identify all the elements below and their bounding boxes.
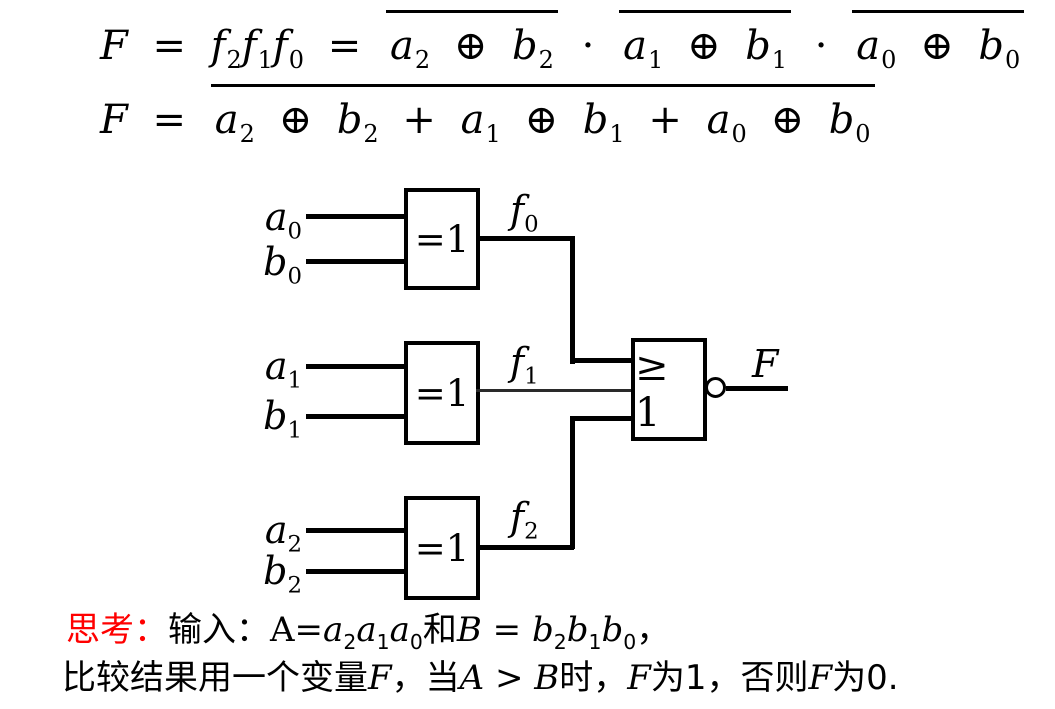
output-label-F: F (752, 342, 779, 386)
wire-a2 (306, 528, 407, 533)
wire-b2 (306, 569, 407, 574)
formula-line-1: F = f2f1f0 = a2 ⊕ b2 · a1 ⊕ b1 · a0 ⊕ b0 (100, 10, 1025, 78)
wire-f-output (726, 386, 788, 391)
wire-f2-horizontal (476, 545, 574, 550)
xor-gate-2: =1 (404, 496, 480, 600)
input-label-b1: b1 (263, 394, 302, 444)
wire-f2-to-nor (570, 416, 634, 421)
input-label-b2: b2 (263, 549, 302, 599)
xor-gate-0-label: =1 (414, 217, 470, 261)
output-label-f1: f1 (510, 340, 539, 390)
wire-b0 (306, 259, 407, 264)
xor-gate-0: =1 (404, 188, 480, 290)
input-label-a2: a2 (264, 508, 302, 558)
nor-gate-label: ≥ 1 (635, 343, 669, 436)
xor-gate-1-label: =1 (414, 371, 470, 415)
output-label-f2: f2 (510, 495, 539, 545)
note-line-2: 比较结果用一个变量F，当A > B时，F为1，否则F为0. (62, 658, 899, 698)
inversion-bubble-icon (705, 377, 726, 398)
wire-f2-vertical (570, 416, 575, 549)
xor-gate-1: =1 (404, 341, 480, 445)
wire-b1 (306, 414, 407, 419)
xor-gate-2-label: =1 (414, 526, 470, 570)
wire-a1 (306, 364, 407, 369)
wire-f0-vertical (570, 236, 575, 364)
formula-line-2: F = a2 ⊕ b2 + a1 ⊕ b1 + a0 ⊕ b0 (100, 84, 875, 152)
input-label-b0: b0 (263, 240, 302, 290)
wire-f1-to-nor (476, 389, 634, 392)
wire-a0 (306, 214, 407, 219)
nor-gate: ≥ 1 (631, 338, 707, 441)
input-label-a1: a1 (264, 344, 302, 394)
note-line-1: 思考：输入：A=a2a1a0和B = b2b1b0， (66, 610, 671, 654)
input-label-a0: a0 (264, 195, 302, 245)
output-label-f0: f0 (510, 188, 539, 238)
wire-f0-to-nor (570, 358, 634, 363)
wire-f0-horizontal (476, 236, 574, 241)
